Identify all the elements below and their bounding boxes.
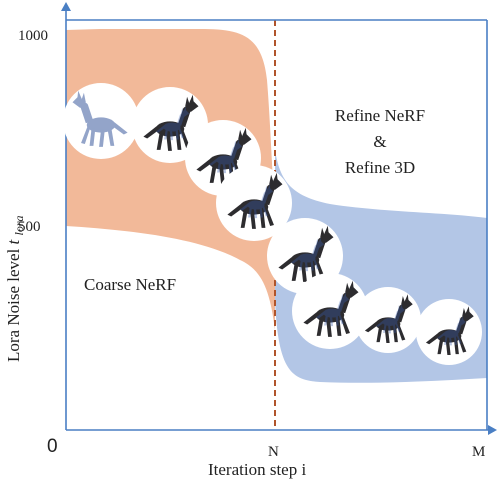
y-axis-label-prefix: Lora Noise level bbox=[4, 244, 23, 362]
y-axis-arrow bbox=[61, 2, 71, 11]
y-tick-0: 0 bbox=[47, 436, 58, 457]
x-axis-label: Iteration step i bbox=[208, 460, 306, 479]
x-tick-m: M bbox=[472, 444, 485, 460]
x-axis-arrow bbox=[488, 425, 497, 435]
refine-label-line1: Refine NeRF bbox=[335, 106, 425, 125]
refine-label-line2: & bbox=[373, 132, 386, 151]
horse-sample-1 bbox=[63, 83, 139, 159]
horse-samples bbox=[63, 83, 482, 365]
axes bbox=[61, 2, 497, 435]
y-axis-label-sub: lora bbox=[12, 215, 26, 235]
refine-label-line3: Refine 3D bbox=[345, 158, 415, 177]
coarse-nerf-label: Coarse NeRF bbox=[84, 275, 176, 294]
horse-sample-4 bbox=[216, 165, 292, 241]
y-tick-500: 500 bbox=[18, 219, 41, 235]
y-axis-label-var: t bbox=[4, 238, 23, 244]
horse-sample-6 bbox=[292, 273, 368, 349]
horse-sample-8 bbox=[416, 299, 482, 365]
y-axis-label: Lora Noise level t lora bbox=[4, 215, 26, 362]
x-tick-n: N bbox=[268, 444, 279, 460]
y-tick-1000: 1000 bbox=[18, 28, 48, 44]
horse-sample-7 bbox=[355, 287, 421, 353]
